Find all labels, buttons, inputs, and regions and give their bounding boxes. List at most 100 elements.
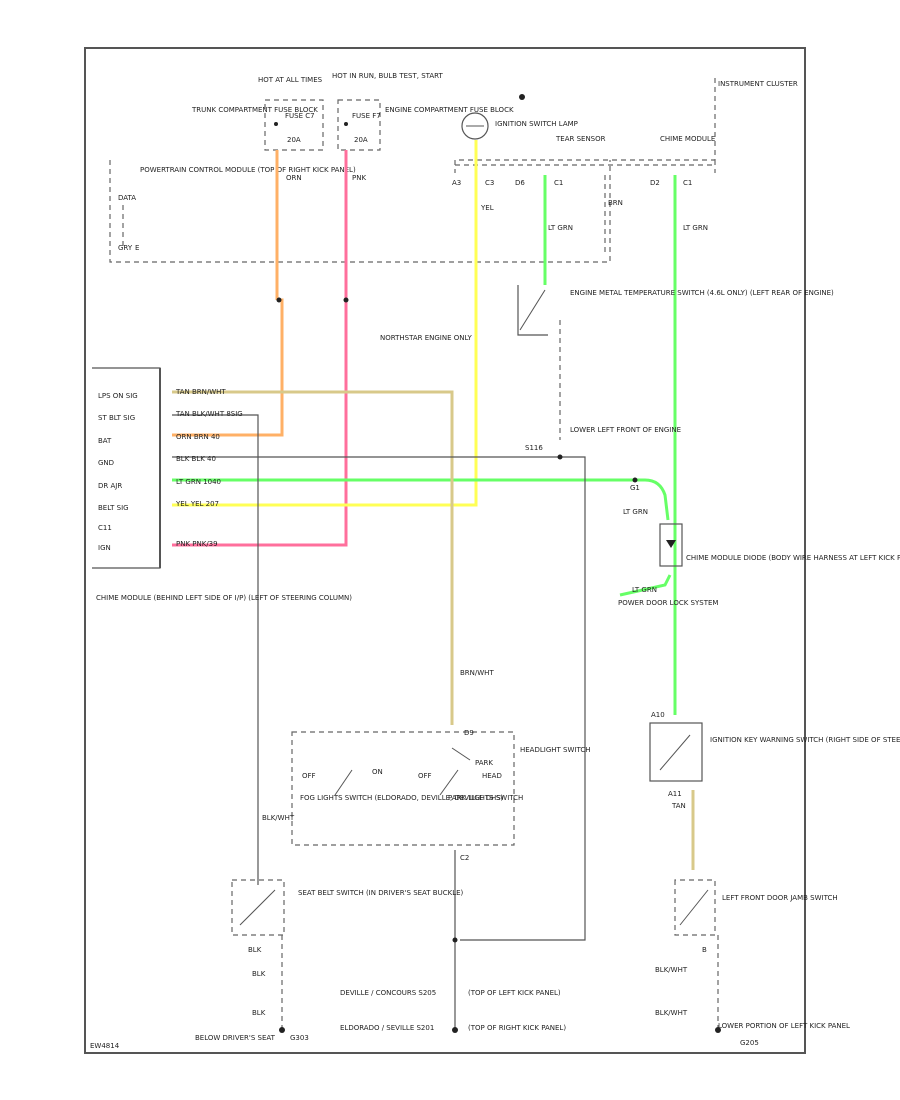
page-id-label: EW4814: [90, 1042, 120, 1050]
instrument-cluster-label: INSTRUMENT CLUSTER: [718, 80, 798, 88]
key-pin-a11: A11: [668, 790, 682, 798]
chime-diode-label: CHIME MODULE DIODE (BODY WIRE HARNESS AT…: [686, 554, 900, 562]
key-pin-a10: A10: [651, 711, 665, 719]
hot-at-all-times-label: HOT AT ALL TIMES: [258, 76, 323, 84]
instrument-cluster-box: [454, 78, 716, 173]
door-jamb-box: [674, 879, 716, 936]
splice-g1: [632, 477, 638, 483]
marker-dot: [519, 94, 525, 100]
g1-label: G1: [630, 484, 640, 492]
blk-wht-top-label: BLK/WHT: [262, 814, 295, 822]
pin-c2-label: C2: [460, 854, 469, 862]
park-label: PARK: [475, 759, 493, 767]
power-door-lock-label: POWER DOOR LOCK SYSTEM: [618, 599, 718, 607]
on-label: ON: [372, 768, 383, 776]
wires: [122, 140, 719, 1030]
g303-label: G303: [290, 1034, 309, 1042]
splice-nodes: [276, 297, 721, 1033]
chime-pin-label: BELT SIG: [98, 504, 129, 512]
headlight-switch-box: [291, 731, 515, 846]
diagram-frame: [84, 47, 806, 1054]
fog-switch-blade-icon: [334, 769, 353, 796]
tan-wire: [172, 390, 454, 725]
chime-module-desc: CHIME MODULE (BEHIND LEFT SIDE OF I/P) (…: [96, 594, 352, 602]
blk-wht-1-label: BLK/WHT: [655, 966, 688, 974]
chime-pin-label: GND: [98, 459, 114, 467]
splice-orange: [276, 297, 282, 303]
wire-ltgrn-label: LT GRN: [548, 224, 573, 232]
park-switch-blade-icon: [439, 769, 459, 796]
pin-d9-label: D9: [464, 729, 474, 737]
key-switch-blade-icon: [659, 734, 691, 771]
ignition-key-warning-switch: IGNITION KEY WARNING SWITCH (RIGHT SIDE …: [649, 711, 900, 810]
lt-grn-right-label: LT GRN: [632, 586, 657, 594]
pcm-data-label: DATA: [118, 194, 136, 202]
power-sources: HOT AT ALL TIMES HOT IN RUN, BULB TEST, …: [109, 72, 798, 263]
temp-switch-icon: [517, 285, 548, 336]
deville-concours-s205-label: DEVILLE / CONCOURS S205: [340, 989, 436, 997]
wire-ltgrn2-label: LT GRN: [683, 224, 708, 232]
chime-wire-label: TAN BRN/WHT: [175, 388, 226, 396]
chime-wire-label: TAN BLK/WHT 8SIG: [175, 410, 243, 418]
chime-wire-label: LT GRN 1040: [176, 478, 221, 486]
wire-brn-label: BRN: [608, 199, 623, 207]
seat-belt-switch: SEAT BELT SWITCH (IN DRIVER'S SEAT BUCKL…: [195, 814, 464, 1042]
ignition-lamp-icon: [461, 112, 489, 140]
engine-fuse-block: [337, 99, 381, 151]
top-wire-labels: ORN PNK YEL LT GRN LT GRN BRN GRY: [118, 174, 708, 252]
ignition-switch-lamp-label: IGNITION SWITCH LAMP: [495, 120, 578, 128]
pin-b-label: B: [702, 946, 707, 954]
seat-belt-blade-icon: [239, 889, 276, 926]
seat-belt-switch-label: SEAT BELT SWITCH (IN DRIVER'S SEAT BUCKL…: [298, 889, 464, 897]
chime-wire-label: ORN BRN 40: [176, 433, 220, 441]
ground-e-label: E: [135, 244, 139, 252]
diode-box: [659, 523, 683, 567]
fuse-c7-amp: 20A: [287, 136, 301, 144]
pink-wire: [172, 150, 348, 547]
chime-wire-label: YEL YEL 207: [175, 500, 219, 508]
black-wire-seatbelt: [172, 414, 259, 885]
head-label: HEAD: [482, 772, 502, 780]
blk-label-1: BLK: [248, 946, 262, 954]
black-wire-gnd: [172, 456, 586, 941]
ignition-key-warning-label: IGNITION KEY WARNING SWITCH (RIGHT SIDE …: [710, 736, 900, 744]
engine-metal-temp-switch: ENGINE METAL TEMPERATURE SWITCH (4.6L ON…: [517, 285, 834, 336]
wire-yel-label: YEL: [480, 204, 494, 212]
key-switch-box: [649, 722, 703, 782]
temp-switch-blade-icon: [519, 289, 546, 331]
tan-label: TAN: [671, 802, 686, 810]
lt-grn-label: LT GRN: [623, 508, 648, 516]
chime-wire-label: BLK BLK 40: [176, 455, 216, 463]
chime-wire-label: PNK PNK/39: [176, 540, 218, 548]
splice-pink: [343, 297, 349, 303]
chime-module-top-label: CHIME MODULE: [660, 135, 715, 143]
headlight-switch: OFF ON OFF PARK HEAD FOG LIGHTS SWITCH (…: [291, 669, 590, 862]
fuse-f7-label: FUSE F7: [352, 112, 381, 120]
chime-pin-label: IGN: [98, 544, 111, 552]
door-jamb-blade-icon: [679, 889, 709, 926]
fuse-f7-amp: 20A: [354, 136, 368, 144]
pin-d2: D2: [650, 179, 660, 187]
door-jamb-label: LEFT FRONT DOOR JAMB SWITCH: [722, 894, 838, 902]
pin-c3: C3: [485, 179, 494, 187]
pin-c1a: C1: [554, 179, 563, 187]
ground-below-seat: [279, 1027, 285, 1033]
diode-icon: [666, 540, 676, 548]
headlight-switch-label: HEADLIGHT SWITCH: [520, 746, 590, 754]
hot-in-run-label: HOT IN RUN, BULB TEST, START: [332, 72, 444, 80]
top-right-kick-label: (TOP OF RIGHT KICK PANEL): [468, 1024, 566, 1032]
splice-s116: [557, 454, 563, 460]
northstar-only-label: NORTHSTAR ENGINE ONLY: [380, 334, 472, 342]
eldorado-seville-s201-label: ELDORADO / SEVILLE S201: [340, 1024, 434, 1032]
below-drivers-seat-label: BELOW DRIVER'S SEAT: [195, 1034, 276, 1042]
wire-pnk-label: PNK: [352, 174, 366, 182]
chime-module-diode: CHIME MODULE DIODE (BODY WIRE HARNESS AT…: [659, 523, 900, 567]
tan-wire-label: BRN/WHT: [460, 669, 494, 677]
fog-lights-switch-label: FOG LIGHTS SWITCH (ELDORADO, DEVILLE, DE…: [300, 794, 504, 802]
pin-d6: D6: [515, 179, 525, 187]
splice-headlamp: [452, 937, 458, 943]
lower-portion-left-kick-label: LOWER PORTION OF LEFT KICK PANEL: [718, 1022, 850, 1030]
